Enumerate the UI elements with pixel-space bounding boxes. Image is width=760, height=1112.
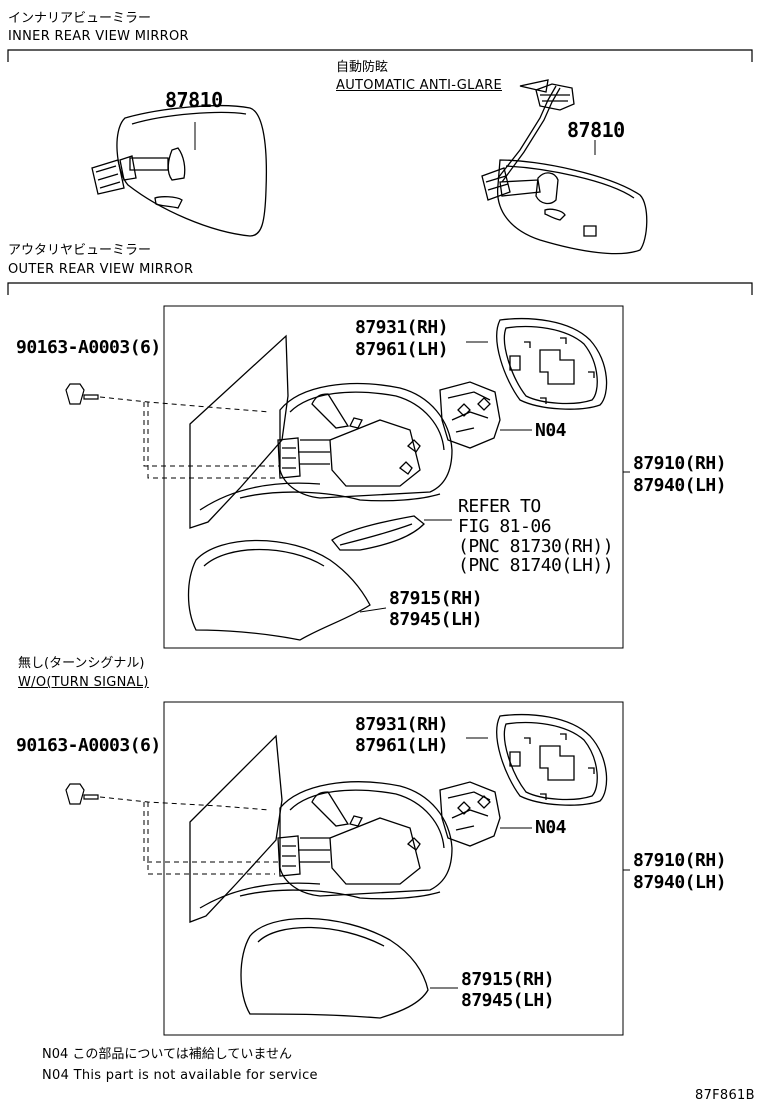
bolt-part-1[interactable]: 90163-A0003(6): [16, 337, 161, 358]
refer-line-2[interactable]: FIG 81-06: [458, 516, 552, 537]
n04-part-2[interactable]: N04: [535, 817, 567, 838]
part-87810-right[interactable]: 87810: [567, 118, 625, 142]
bolt-part-2[interactable]: 90163-A0003(6): [16, 735, 161, 756]
assy-part-lh-1[interactable]: 87940(LH): [633, 475, 727, 496]
inner-mirror-right: [481, 79, 648, 255]
outer-frame-1: [163, 305, 624, 649]
outer-title-jp: アウタリヤビューミラー: [8, 243, 152, 258]
note-en: N04 This part is not available for servi…: [42, 1068, 318, 1083]
leaders-1: [359, 341, 630, 613]
wo-title-en: W/O(TURN SIGNAL): [18, 675, 149, 690]
n04-part-1[interactable]: N04: [535, 420, 567, 441]
refer-line-3: (PNC 81730(RH)): [458, 536, 614, 557]
assy-part-rh-1[interactable]: 87910(RH): [633, 453, 727, 474]
refer-line-1: REFER TO: [458, 496, 541, 517]
outer-cover-2: [240, 917, 429, 1019]
section-bracket-outer: [7, 282, 753, 295]
mirror-part-rh-1[interactable]: 87931(RH): [355, 317, 449, 338]
leaders-2: [430, 737, 630, 989]
turn-signal-lamp-1: [331, 515, 425, 551]
cover-part-rh-2[interactable]: 87915(RH): [461, 969, 555, 990]
outer-mirror-body-2: [189, 734, 453, 923]
outer-mirror-glass-2: [496, 713, 608, 806]
mirror-part-lh-2[interactable]: 87961(LH): [355, 735, 449, 756]
assy-part-rh-2[interactable]: 87910(RH): [633, 850, 727, 871]
outer-bolt-1: [65, 383, 280, 479]
mirror-part-lh-1[interactable]: 87961(LH): [355, 339, 449, 360]
wo-title-jp: 無し(ターンシグナル): [18, 656, 145, 671]
mirror-part-rh-2[interactable]: 87931(RH): [355, 714, 449, 735]
cover-part-rh-1[interactable]: 87915(RH): [389, 588, 483, 609]
inner-title-jp: インナリアビューミラー: [8, 11, 152, 26]
n04-motor-2: [439, 781, 501, 847]
assy-part-lh-2[interactable]: 87940(LH): [633, 872, 727, 893]
outer-mirror-glass-1: [496, 317, 608, 410]
figure-code: 87F861B: [695, 1088, 755, 1103]
outer-title-en: OUTER REAR VIEW MIRROR: [8, 262, 194, 277]
note-jp: N04 この部品については補給していません: [42, 1047, 292, 1062]
n04-motor-1: [439, 381, 501, 449]
outer-frame-2: [163, 701, 624, 1036]
outer-cover-1: [187, 539, 371, 641]
inner-mirror-left: [91, 104, 268, 237]
inner-title-en: INNER REAR VIEW MIRROR: [8, 29, 189, 44]
part-87810-left[interactable]: 87810: [165, 88, 223, 112]
section-bracket-inner: [7, 49, 753, 62]
anti-glare-label-en: AUTOMATIC ANTI-GLARE: [336, 78, 502, 93]
cover-part-lh-2[interactable]: 87945(LH): [461, 990, 555, 1011]
cover-part-lh-1[interactable]: 87945(LH): [389, 609, 483, 630]
refer-line-4: (PNC 81740(LH)): [458, 555, 614, 576]
outer-bolt-2: [65, 783, 280, 875]
anti-glare-label-jp: 自動防眩: [336, 60, 389, 75]
outer-mirror-body-1: [189, 334, 453, 529]
